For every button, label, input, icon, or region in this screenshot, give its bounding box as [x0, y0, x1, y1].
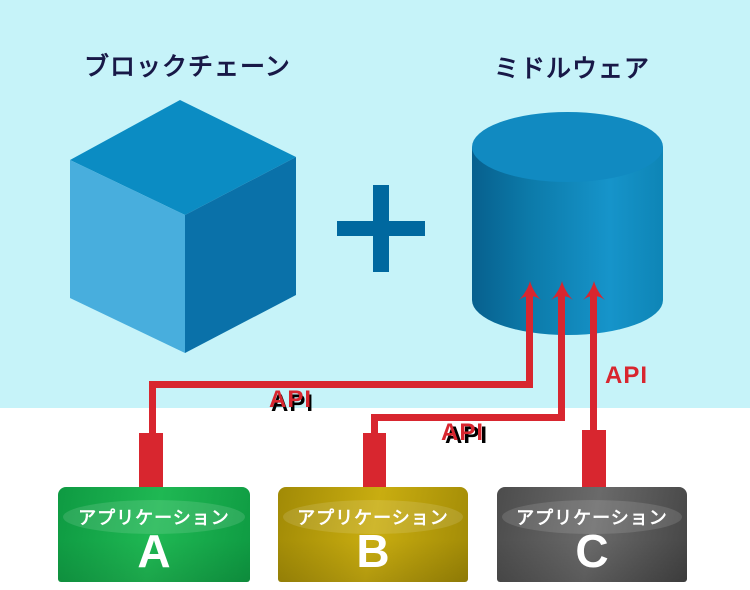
plus-icon [337, 185, 425, 272]
api-label-c: API [605, 362, 649, 389]
blockchain-title: ブロックチェーン [84, 53, 291, 81]
api-label-b: API [441, 419, 485, 446]
app-box-c: アプリケーション C [497, 487, 687, 582]
app-ellipse [283, 500, 463, 534]
middleware-title: ミドルウェア [494, 55, 651, 83]
app-letter: B [356, 525, 390, 577]
app-box-b: アプリケーション B [278, 487, 468, 582]
app-letter: C [575, 525, 609, 577]
app-ellipse [502, 500, 682, 534]
middleware-database-icon [472, 112, 663, 335]
blockchain-cube-icon [70, 100, 296, 353]
app-label: アプリケーション [297, 508, 449, 528]
app-ellipse [63, 500, 245, 534]
app-label: アプリケーション [78, 508, 230, 528]
api-label-a: API [269, 386, 313, 413]
app-box-a: アプリケーション A [58, 487, 250, 582]
app-letter: A [137, 525, 171, 577]
app-label: アプリケーション [516, 508, 668, 528]
